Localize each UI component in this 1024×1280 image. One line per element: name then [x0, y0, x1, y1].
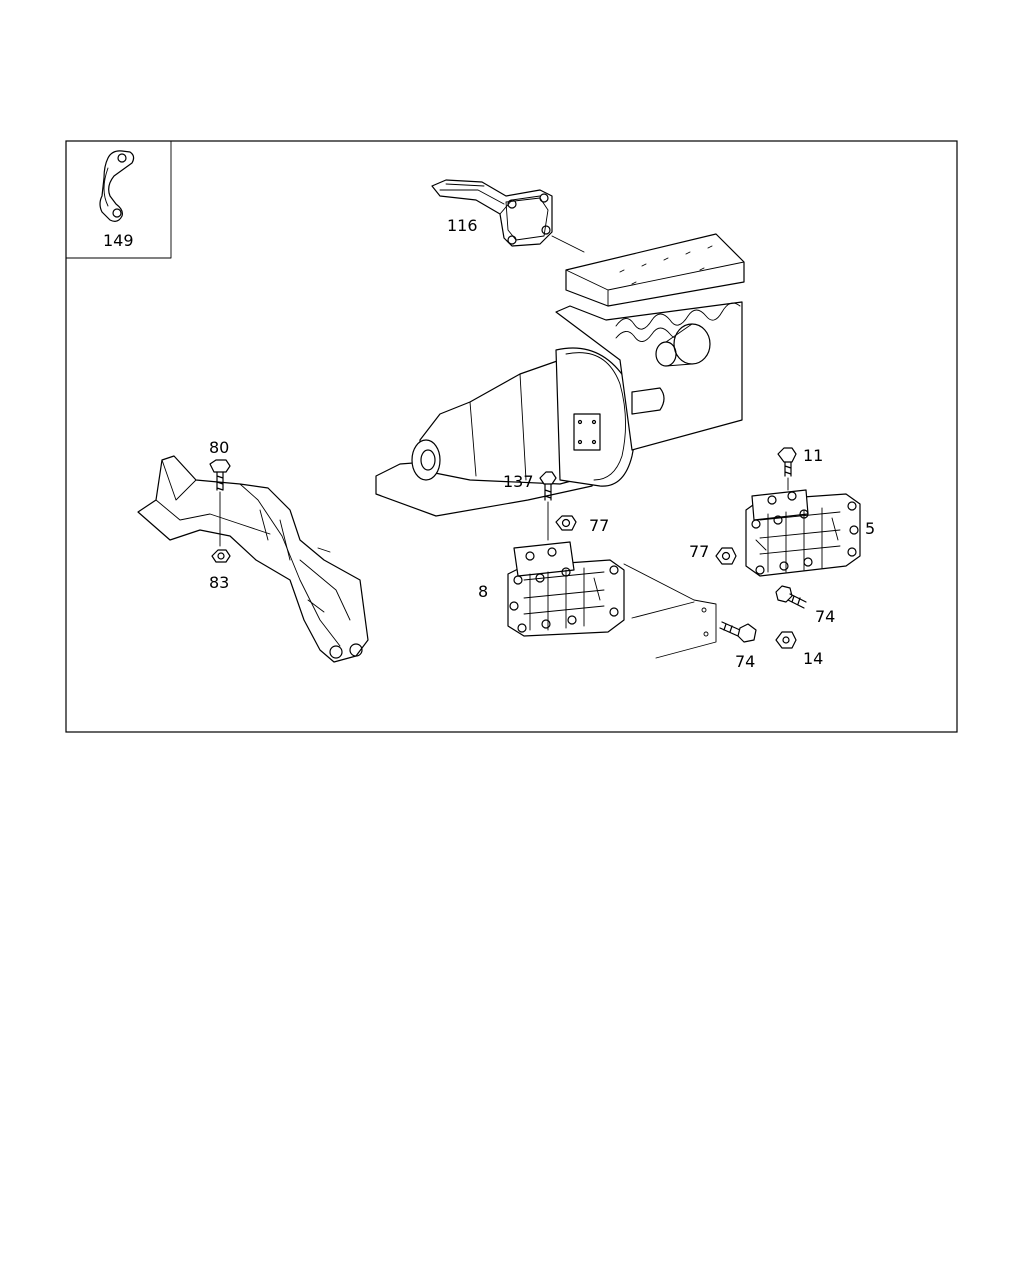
engine-mount-5 — [745, 489, 861, 577]
mount-plate — [623, 563, 717, 659]
nut-14 — [775, 631, 797, 649]
diagram-frame — [65, 140, 958, 733]
engine-mount-8 — [507, 541, 625, 637]
bolt-11 — [777, 447, 797, 491]
crossmember — [137, 455, 369, 663]
label-137: 137 — [503, 472, 534, 491]
transmission-assembly — [375, 233, 745, 517]
label-74-lower: 74 — [735, 652, 755, 671]
label-14: 14 — [803, 649, 823, 668]
part-116-bracket — [431, 179, 585, 253]
nut-83 — [211, 549, 231, 563]
bolt-74-upper — [775, 585, 807, 609]
label-74-upper: 74 — [815, 607, 835, 626]
label-77-upper: 77 — [589, 516, 609, 535]
label-116: 116 — [447, 216, 478, 235]
inset-box — [65, 140, 172, 259]
bolt-74-lower — [719, 621, 757, 643]
nut-77-right — [715, 547, 737, 565]
label-149: 149 — [103, 231, 134, 250]
bolt-137 — [539, 471, 557, 541]
label-8: 8 — [478, 582, 488, 601]
label-11: 11 — [803, 446, 823, 465]
bolt-80 — [209, 459, 231, 547]
label-83: 83 — [209, 573, 229, 592]
label-80: 80 — [209, 438, 229, 457]
nut-77-upper — [555, 515, 577, 531]
label-77-right: 77 — [689, 542, 709, 561]
label-5: 5 — [865, 519, 875, 538]
part-149-bracket — [99, 150, 135, 222]
